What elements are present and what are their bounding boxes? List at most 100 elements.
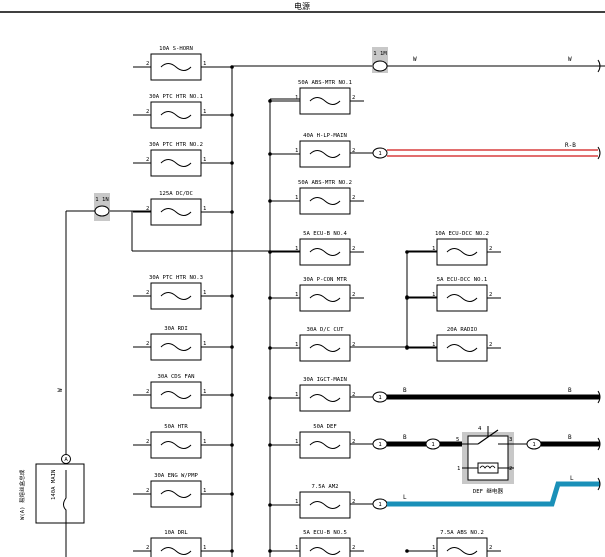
svg-text:1: 1 <box>378 151 381 157</box>
pin-2: 2 <box>146 439 149 445</box>
main-fuse-box <box>35 463 85 524</box>
fuse-am2: 7.5A AM2 1 2 <box>268 484 355 519</box>
main-fuse-label: 140A MAIN <box>51 470 57 500</box>
svg-text:B: B <box>568 434 572 441</box>
fuse-label: 50A DEF <box>313 424 337 430</box>
fuse-element <box>309 97 341 105</box>
fuse-element <box>309 344 341 352</box>
pin-2: 1 <box>295 195 298 201</box>
fuse-element <box>160 441 192 449</box>
pin-2: 1 <box>295 439 298 445</box>
pin-2: 2 <box>146 341 149 347</box>
svg-text:L: L <box>570 475 574 482</box>
fuse-element <box>160 490 192 498</box>
fuse-label: 5A ECU-DCC NO.1 <box>437 277 488 283</box>
wire-label-w-top-end: W <box>568 56 572 63</box>
fuse-element <box>160 547 192 555</box>
wire-label-b-igct: B <box>403 387 407 394</box>
pin-1: 1 <box>203 206 206 212</box>
pin-1: 2 <box>352 246 355 252</box>
fuse-element <box>446 294 478 302</box>
wire-label-main: W <box>57 388 64 392</box>
fuse-element <box>309 197 341 205</box>
pin-1: 2 <box>352 342 355 348</box>
break-mark <box>597 477 601 491</box>
pin-1: 2 <box>352 195 355 201</box>
pin-2: 1 <box>295 148 298 154</box>
pin-1: 1 <box>203 488 206 494</box>
fuse-element <box>446 248 478 256</box>
pin-2: 1 <box>295 499 298 505</box>
pin-2: 2 <box>146 206 149 212</box>
break-mark <box>597 437 601 451</box>
fuse-element <box>309 501 341 509</box>
connector-1m <box>372 60 388 72</box>
fuse-box <box>150 537 202 557</box>
pin-1: 2 <box>352 148 355 154</box>
wire-label-rb: R-B <box>565 142 576 149</box>
fuse-label: 40A H-LP-MAIN <box>303 133 347 139</box>
pin-2: 1 <box>432 342 435 348</box>
fuse-element <box>309 294 341 302</box>
fuse-label: 30A IGCT-MAIN <box>303 377 347 383</box>
connector-hlp <box>372 147 388 159</box>
fuse-label: 30A PTC HTR NO.3 <box>149 275 203 281</box>
wire-label-b-def: B <box>403 434 407 441</box>
main-fuse-side-text: W(A) 易熔丝盒总成 <box>18 469 26 520</box>
fuse-label: 7.5A ABS NO.2 <box>440 530 484 536</box>
fuse-label: 7.5A AM2 <box>312 484 339 490</box>
pin-2: 1 <box>432 545 435 551</box>
main-fuse-pin: A <box>64 457 68 463</box>
fuse-element <box>309 150 341 158</box>
fuse-label: 50A HTR <box>164 424 188 430</box>
fuse-element <box>309 441 341 449</box>
svg-text:1: 1 <box>532 442 535 448</box>
fuse-element <box>160 391 192 399</box>
connector-1n <box>94 205 110 217</box>
fuse-element <box>160 208 192 216</box>
pin-2: 2 <box>146 290 149 296</box>
svg-text:2: 2 <box>509 466 512 472</box>
pin-1: 1 <box>203 389 206 395</box>
pin-1: 2 <box>352 499 355 505</box>
pin-1: 1 <box>203 439 206 445</box>
fuse-ptc3: 30A PTC HTR NO.3 2 1 <box>133 275 234 310</box>
pin-2: 2 <box>146 545 149 551</box>
pin-2: 1 <box>432 246 435 252</box>
pin-1: 2 <box>352 292 355 298</box>
fuse-element <box>446 344 478 352</box>
connector-1m-label: 1 1M <box>373 51 387 57</box>
pin-1: 2 <box>352 545 355 551</box>
fuse-element <box>309 248 341 256</box>
pin-2: 1 <box>432 292 435 298</box>
fuse-label: 30A PTC HTR NO.2 <box>149 142 203 148</box>
main-fuse-element <box>63 470 67 523</box>
pin-1: 1 <box>203 290 206 296</box>
svg-text:1: 1 <box>431 442 434 448</box>
fuse-element <box>160 111 192 119</box>
fuse-box <box>436 334 488 362</box>
fuse-element <box>160 63 192 71</box>
fuse-label: 10A S-HORN <box>159 46 193 52</box>
svg-text:B: B <box>568 387 572 394</box>
fuse-box <box>299 537 351 557</box>
wire-label-w-top: W <box>413 56 417 63</box>
fuse-htr: 50A HTR 2 1 <box>133 424 234 459</box>
fuse-element <box>160 292 192 300</box>
break-mark <box>597 59 601 73</box>
pin-1: 2 <box>352 392 355 398</box>
pin-1: 2 <box>489 246 492 252</box>
